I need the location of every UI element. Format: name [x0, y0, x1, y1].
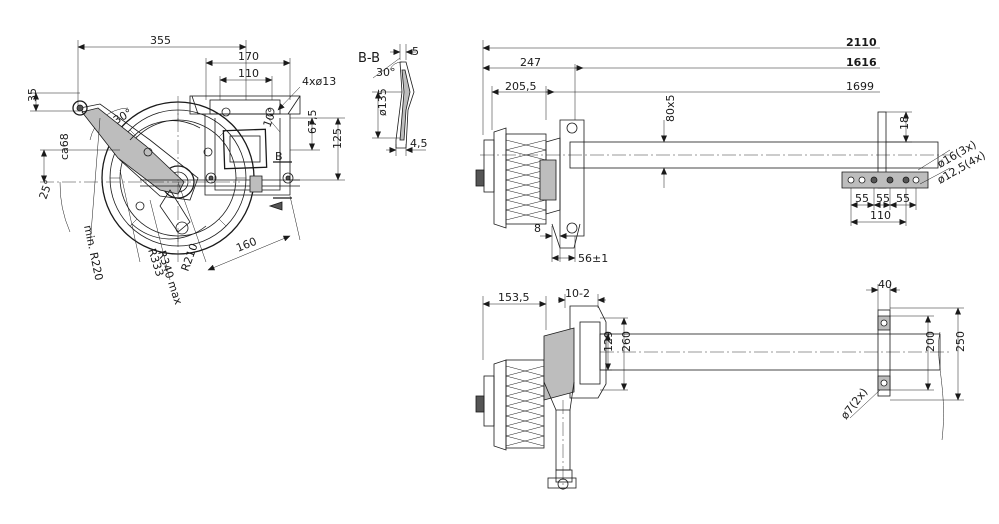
section-bb-title: B-B [358, 51, 380, 66]
dim-80x5: 80x5 [664, 94, 677, 122]
angle-10: 10° [261, 106, 280, 129]
section-bb: B-B 30° 5 ø135 4,5 [358, 44, 428, 156]
drum-ribs [110, 110, 246, 246]
section-bb-angle: 30° [376, 66, 396, 79]
dim-153-5: 153,5 [498, 291, 530, 304]
dim-55-c: 55 [896, 192, 910, 205]
side-view: 355 170 110 4xø13 35 130° [26, 34, 345, 307]
dim-10-2: 10-2 [565, 287, 590, 300]
dim-247: 247 [520, 56, 541, 69]
dim-1699: 1699 [846, 80, 874, 93]
dim-2110: 2110 [846, 36, 877, 49]
section-mark-top: B [275, 150, 283, 163]
dim-ca68: ca68 [58, 133, 71, 160]
dim-55-b: 55 [876, 192, 890, 205]
dim-55-a: 55 [855, 192, 869, 205]
dim-110: 110 [238, 67, 259, 80]
radius-min-r220: min. R220 [81, 224, 105, 282]
dim-18: 18 [898, 116, 911, 130]
dim-8: 8 [534, 222, 541, 235]
holes-4x13: 4xø13 [302, 75, 336, 88]
front-view: 2110 247 1616 205,5 1699 80x5 [475, 36, 988, 265]
dim-35: 35 [26, 88, 39, 102]
top-view: 153,5 10-2 129 260 [475, 278, 967, 490]
section-bb-dim-4-5: 4,5 [410, 137, 428, 150]
dim-170: 170 [238, 50, 259, 63]
dim-250: 250 [954, 331, 967, 352]
dim-125: 125 [331, 128, 344, 149]
dim-129: 129 [602, 331, 615, 352]
dim-160: 160 [234, 235, 258, 255]
dim-40: 40 [878, 278, 892, 291]
dim-110-front: 110 [870, 209, 891, 222]
dim-260: 260 [620, 331, 633, 352]
dim-200: 200 [924, 331, 937, 352]
angle-25: 25° [37, 178, 56, 201]
section-bb-dim-5: 5 [412, 45, 419, 58]
radius-r210: R210 [179, 242, 201, 273]
dim-67-5: 67,5 [306, 110, 319, 135]
radius-r340: R340 max [155, 249, 185, 307]
dim-205-5: 205,5 [505, 80, 537, 93]
dim-355: 355 [150, 34, 171, 47]
section-bb-dia-135: ø135 [376, 88, 389, 116]
dim-1616: 1616 [846, 56, 877, 69]
dim-56: 56±1 [578, 252, 608, 265]
drum-fins-top [505, 365, 545, 447]
